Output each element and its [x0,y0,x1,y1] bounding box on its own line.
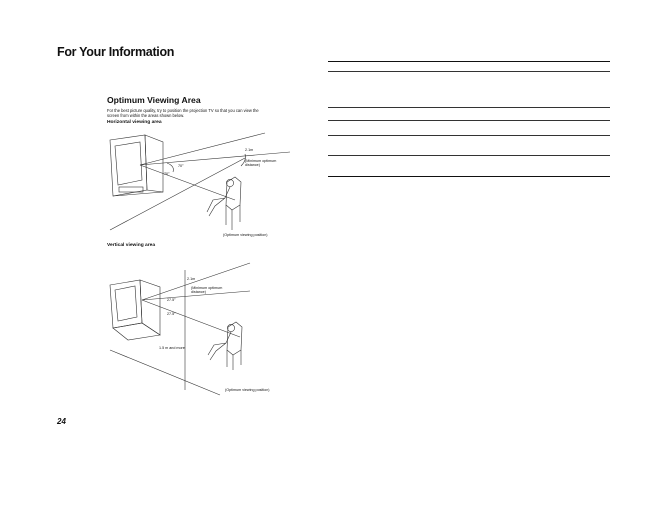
horizontal-heading: Horizontal viewing area [107,120,162,125]
upper-line [141,262,251,301]
viewer-chair [207,321,243,370]
floor-line [109,349,221,396]
page-number: 24 [57,417,66,426]
center-axis [141,290,251,301]
vertical-heading: Vertical viewing area [107,243,156,248]
distance-arc [240,153,246,167]
rule-3 [328,107,610,108]
rule-2 [328,71,610,72]
intro-text: For the best picture quality, try to pos… [107,108,259,119]
vertical-angle-lower: 27.5° [167,312,176,316]
page-header: For Your Information [57,45,175,59]
horizontal-angle-lower: 70° [164,172,170,176]
vertical-height-label: 1.5 m and more [159,346,185,350]
horizontal-distance: 2.1m [245,148,254,152]
vertical-position-label: (Optimum viewing position) [225,388,270,392]
vertical-distance: 2.1m [187,277,196,281]
boundary-line-upper [139,132,266,166]
viewer-chair [206,176,242,230]
horizontal-diagram [109,132,291,231]
angle-arc [166,162,174,173]
boundary-line-lower [139,164,236,201]
rule-5 [328,135,610,136]
horizontal-position-label: (Optimum viewing position) [223,233,268,237]
vertical-distance-note: (Minimum optimum distance) [191,286,223,295]
vertical-angle-upper: 27.5° [167,298,176,302]
rule-1 [328,61,610,63]
tv-set [109,134,164,197]
vertical-diagram [109,262,251,396]
lower-line [141,299,241,338]
edge-line [109,157,246,231]
rule-4 [328,120,610,121]
center-axis [139,151,291,166]
horizontal-distance-note: (Minimum optimum distance) [245,159,277,168]
section-title: Optimum Viewing Area [107,95,201,105]
rule-7 [328,176,610,178]
horizontal-angle-upper: 70° [178,164,184,168]
tv-set [109,279,161,341]
rule-6 [328,155,610,156]
